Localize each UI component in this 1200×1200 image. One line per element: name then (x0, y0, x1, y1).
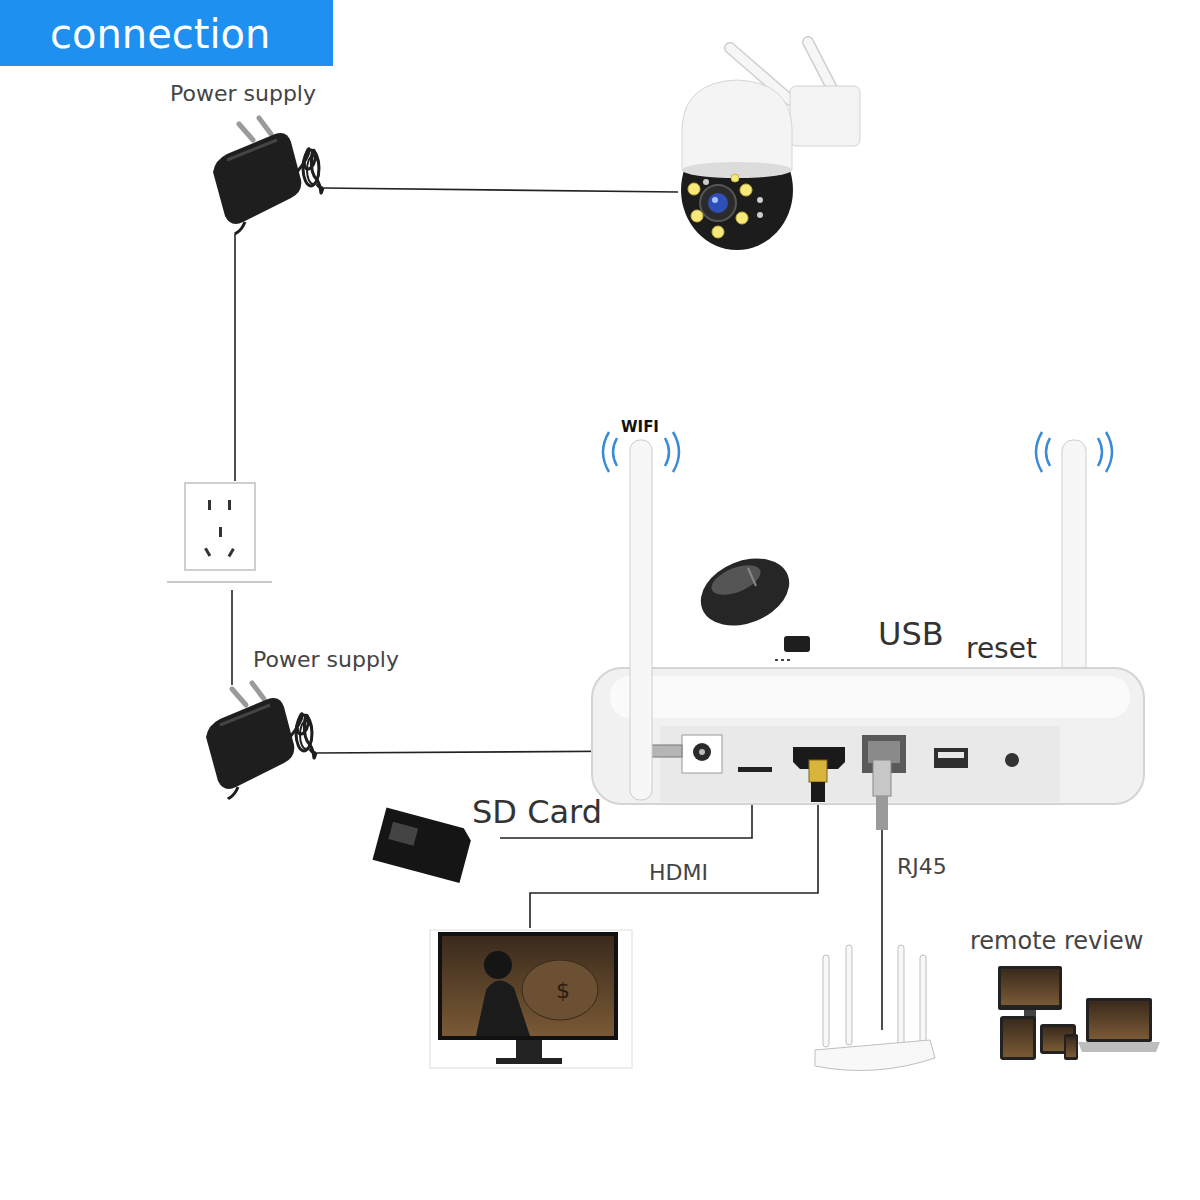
port-label: SD Card (472, 795, 602, 830)
wifi-router (815, 945, 935, 1071)
title-text: connection (50, 12, 270, 56)
power-adapter (206, 683, 316, 799)
wifi-signal (603, 432, 1112, 472)
wall-socket (185, 483, 255, 570)
port-label: reset (966, 634, 1037, 665)
cable-label: RJ45 (897, 855, 947, 879)
part-label: Power supply (253, 648, 399, 672)
wall-line (167, 581, 272, 583)
svg-text:$: $ (556, 978, 570, 1003)
antenna (630, 440, 652, 800)
wires (232, 188, 1012, 1030)
nvr-recorder (592, 668, 1144, 830)
part-label: WIFI (621, 419, 659, 436)
sd-card (373, 808, 474, 883)
cable-label: HDMI (649, 861, 708, 885)
ptz-camera (681, 42, 860, 250)
remote-devices (998, 966, 1160, 1060)
part-label: Power supply (170, 82, 316, 106)
power-adapter (213, 118, 323, 234)
port-label: USB (878, 617, 944, 652)
group-label: remote review (970, 928, 1143, 954)
wireless-mouse (691, 546, 810, 660)
monitor: $ (430, 930, 632, 1068)
antenna (1062, 440, 1086, 700)
